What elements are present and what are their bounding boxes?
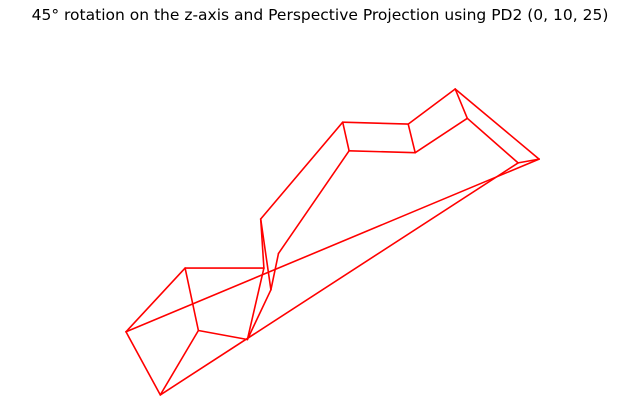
wireframe-edge-a6-b5 [341, 121, 350, 152]
wireframe-edge-a8-b7 [454, 88, 469, 120]
wireframe-edge-a9-b8 [517, 158, 540, 164]
wireframe-edge-a7-b6 [407, 123, 417, 154]
wireframe-edge-a6-a7 [348, 150, 417, 154]
wireframe-edge-a1-a2 [159, 329, 200, 396]
wireframe-edge-a9-a1 [159, 162, 519, 396]
wireframe-edge-a1-b1 [125, 330, 162, 396]
wireframe-edge-a5-a6 [277, 150, 350, 255]
wireframe-edge-a7-a8 [414, 117, 469, 154]
chart-title: 45° rotation on the z-axis and Perspecti… [31, 6, 609, 24]
wireframe-edge-a2-a3 [197, 329, 249, 341]
wireframe-edge-b8-b1 [125, 158, 540, 333]
wireframe-edge-b1-b2 [125, 267, 186, 333]
wireframe-edge-a8-a9 [466, 117, 519, 164]
wireframe-edge-a4-a5 [270, 252, 280, 291]
wireframe-edge-a3-a4 [246, 288, 272, 341]
wireframe-edge-a3-b3 [246, 267, 265, 341]
wireframe-edge-b6-b7 [407, 88, 457, 125]
wireframe-edge-a4-b4 [259, 218, 272, 291]
wireframe-edge-b7-b8 [454, 88, 540, 160]
wireframe-edge-b5-b6 [341, 121, 410, 125]
wireframe-edge-b4-b5 [259, 121, 344, 220]
wireframe-edge-a2-b2 [184, 267, 200, 332]
